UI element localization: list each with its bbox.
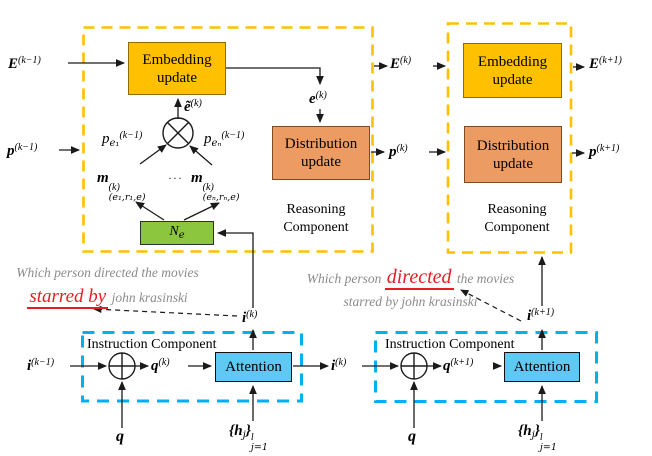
reasoning-component-1-border bbox=[82, 26, 374, 253]
instruction-component-1-border bbox=[81, 331, 303, 403]
label-q-input-2: q bbox=[408, 428, 416, 445]
instruction-component-caption-2: Instruction Component bbox=[385, 337, 515, 352]
label-p-km1: p(k−1) bbox=[7, 142, 38, 159]
embedding-update-label-2: Embedding update bbox=[477, 53, 548, 88]
label-E-k: E(k) bbox=[390, 55, 412, 72]
attention-label-1: Attention bbox=[225, 359, 282, 375]
label-E-kp1: E(k+1) bbox=[589, 55, 622, 72]
arrow-m1-to-otimes bbox=[139, 144, 167, 165]
label-p-k: p(k) bbox=[389, 143, 408, 160]
label-m-1: m(k)(e₁,r₁,e) bbox=[97, 170, 146, 203]
label-i-kp1: i(k+1) bbox=[527, 307, 555, 324]
label-p-kp1: p(k+1) bbox=[589, 143, 620, 160]
arrow-ne-to-m1 bbox=[135, 201, 165, 221]
embedding-update-box-1: Embedding update bbox=[128, 42, 226, 95]
label-ellipsis: ··· bbox=[168, 171, 183, 185]
attention-label-2: Attention bbox=[513, 359, 571, 375]
arrow-ne-to-mn bbox=[183, 202, 220, 221]
label-p-e1: pe₁(k−1) bbox=[102, 130, 143, 149]
label-i-k-mid: i(k) bbox=[331, 357, 347, 374]
question-right-line1: Which person directed the movies bbox=[306, 266, 515, 290]
label-q-input-1: q bbox=[116, 428, 124, 445]
oplus-operator-1 bbox=[108, 352, 136, 380]
embedding-update-box-2: Embedding update bbox=[463, 43, 562, 98]
distribution-update-box-1: Distribution update bbox=[272, 126, 370, 180]
label-q-kp1: q(k+1) bbox=[443, 357, 474, 374]
highlight-directed: directed bbox=[384, 266, 454, 290]
dashed-arrow-i-kp1-to-directed bbox=[460, 289, 522, 322]
arrow-embedding1-to-e-k bbox=[226, 67, 324, 86]
label-e-tilde-k: ẽ(k) bbox=[184, 98, 202, 115]
instruction-component-caption-1: Instruction Component bbox=[87, 337, 217, 352]
label-e-k: e(k) bbox=[309, 90, 327, 107]
dashed-arrow-i-k-to-starred-by bbox=[93, 305, 238, 317]
otimes-operator bbox=[162, 117, 194, 149]
question-text-left: Which person directed the movies starred… bbox=[5, 263, 210, 310]
neighborhood-label: Ne bbox=[169, 224, 185, 241]
label-E-km1: E(k−1) bbox=[8, 55, 41, 72]
reasoning-component-2-border bbox=[446, 22, 573, 254]
question-right-line2: starred by john krasinski bbox=[343, 294, 478, 309]
label-q-k: q(k) bbox=[151, 357, 170, 374]
reasoning-component-caption-1: Reasoning Component bbox=[283, 202, 349, 236]
distribution-update-label-2: Distribution update bbox=[476, 137, 550, 172]
attention-box-1: Attention bbox=[215, 352, 292, 382]
label-p-en: peₙ(k−1) bbox=[204, 130, 245, 149]
attention-box-2: Attention bbox=[504, 352, 580, 382]
reasoning-component-caption-2: Reasoning Component bbox=[484, 202, 550, 236]
instruction-component-2-border bbox=[374, 331, 598, 403]
distribution-update-box-2: Distribution update bbox=[464, 126, 562, 183]
question-left-line1: Which person directed the movies bbox=[16, 265, 199, 280]
question-text-right: Which person directed the movies starred… bbox=[288, 263, 533, 312]
label-m-n: m(k)(eₙ,rₙ,e) bbox=[191, 170, 240, 203]
arrow-mn-to-otimes bbox=[189, 145, 213, 166]
label-i-km1: i(k−1) bbox=[27, 357, 55, 374]
label-i-k-top: i(k) bbox=[242, 309, 258, 326]
embedding-update-label-1: Embedding update bbox=[142, 51, 212, 86]
highlight-starred-by: starred by bbox=[27, 285, 109, 309]
arrow-i-k-to-ne bbox=[216, 229, 254, 308]
oplus-operator-2 bbox=[400, 352, 428, 380]
neighborhood-box: Ne bbox=[140, 221, 214, 245]
question-left-line2: starred by john krasinski bbox=[27, 285, 188, 309]
distribution-update-label-1: Distribution update bbox=[284, 136, 358, 170]
